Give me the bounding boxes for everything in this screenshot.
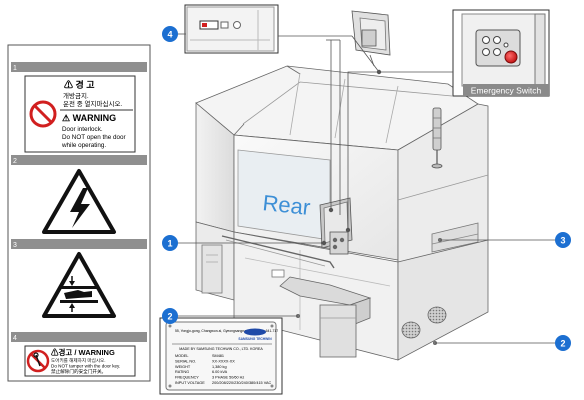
nameplate-inset: 55, Yongjo-gong, Changwon-si, Gyeongsang… <box>159 317 283 395</box>
vent-grille-right <box>427 306 447 324</box>
svg-text:2: 2 <box>167 312 172 322</box>
leader-lines <box>178 33 555 344</box>
no-tamper-key-icon <box>26 349 50 373</box>
machine-base-right <box>397 239 489 361</box>
emergency-stop-button <box>504 50 518 64</box>
label4-line2-en: Do NOT tamper with the door key. <box>51 364 120 369</box>
vent-grille-left <box>401 321 421 339</box>
warning-line1-en: Door interlock. <box>62 126 103 133</box>
callout-4: 4 <box>162 26 178 42</box>
nameplate-row-value: 6.00 kVA <box>212 370 228 374</box>
tower-light <box>432 107 442 151</box>
nameplate-row-key: MODEL <box>175 354 189 358</box>
warning-label-panel: 1 ⚠ 경 고 개방금지. 운전 중 열지마십시오. ⚠ WARNING Doo… <box>7 44 151 382</box>
warning-line2-en: Do NOT open the door <box>62 134 126 141</box>
rear-label: Rear <box>261 190 311 220</box>
section-number-1: 1 <box>13 65 17 72</box>
section-number-2: 2 <box>13 158 17 165</box>
nameplate-row-value: 200/208/220/230/240/380/415 VAC <box>212 381 272 385</box>
machine-illustration <box>195 10 489 361</box>
caution-line1-kr: 개방금지. <box>63 91 89 100</box>
nameplate-row-value: XX-XXXX-XX <box>212 359 235 363</box>
warning-title-en: ⚠ WARNING <box>62 113 116 123</box>
label4-line1-kr: 도어키를 해제하지 마십시오. <box>51 357 106 364</box>
section-number-4: 4 <box>13 335 17 342</box>
nameplate-row-value: 1,380 kg <box>212 365 227 369</box>
nameplate-row-key: RATING <box>175 370 189 374</box>
nameplate-row-key: FREQUENCY <box>175 376 199 380</box>
svg-text:3: 3 <box>560 236 565 246</box>
rear-control-panel <box>329 231 349 255</box>
label4-line3-zh: 禁止解除门的安全门开关。 <box>51 368 106 375</box>
svg-text:2: 2 <box>560 339 565 349</box>
nameplate-address: 55, Yongjo-gong, Changwon-si, Gyeongsang… <box>175 329 278 333</box>
emergency-switch-caption: Emergency Switch <box>471 86 542 96</box>
section-bar-1 <box>11 62 147 72</box>
samsung-logo <box>244 328 266 336</box>
nameplate-row-key: INPUT VOLTAGE <box>175 381 205 385</box>
section-bar-2 <box>11 155 147 165</box>
emergency-switch-caption-bg <box>463 84 549 96</box>
no-entry-icon <box>29 100 57 128</box>
inset-label-location <box>184 4 279 54</box>
nameplate-row-value: 3 PHASE 50/60 Hz <box>212 376 244 380</box>
section-bar-4 <box>11 332 147 342</box>
caution-line2-kr: 운전 중 열지마십시오. <box>63 99 122 108</box>
label4-title: ⚠경고 / WARNING <box>51 347 115 357</box>
hand-crush-icon <box>42 252 116 318</box>
nameplate-made-by: MADE BY SAMSUNG TECHWIN CO., LTD. KOREA <box>179 347 263 351</box>
high-voltage-icon <box>42 169 116 234</box>
nameplate-row-key: WEIGHT <box>175 365 191 369</box>
inset-emergency-switch: Emergency Switch <box>452 9 550 97</box>
caution-title-kr: ⚠ 경 고 <box>64 79 95 90</box>
feeder-cart <box>319 304 357 358</box>
section-bar-3 <box>11 239 147 249</box>
svg-text:1: 1 <box>167 239 172 249</box>
nameplate-row-value: SM481 <box>212 354 224 358</box>
nameplate-brand: SAMSUNG TECHWIN <box>238 337 272 341</box>
callout-2-left: 2 <box>162 308 178 324</box>
nameplate-row-key: SERIAL NO. <box>175 359 196 363</box>
callout-2-right: 2 <box>555 335 571 351</box>
warning-line3-en: while operating. <box>61 142 106 149</box>
callout-3: 3 <box>555 232 571 248</box>
callout-1: 1 <box>162 235 178 251</box>
section-number-3: 3 <box>13 242 17 249</box>
svg-text:4: 4 <box>167 30 172 40</box>
